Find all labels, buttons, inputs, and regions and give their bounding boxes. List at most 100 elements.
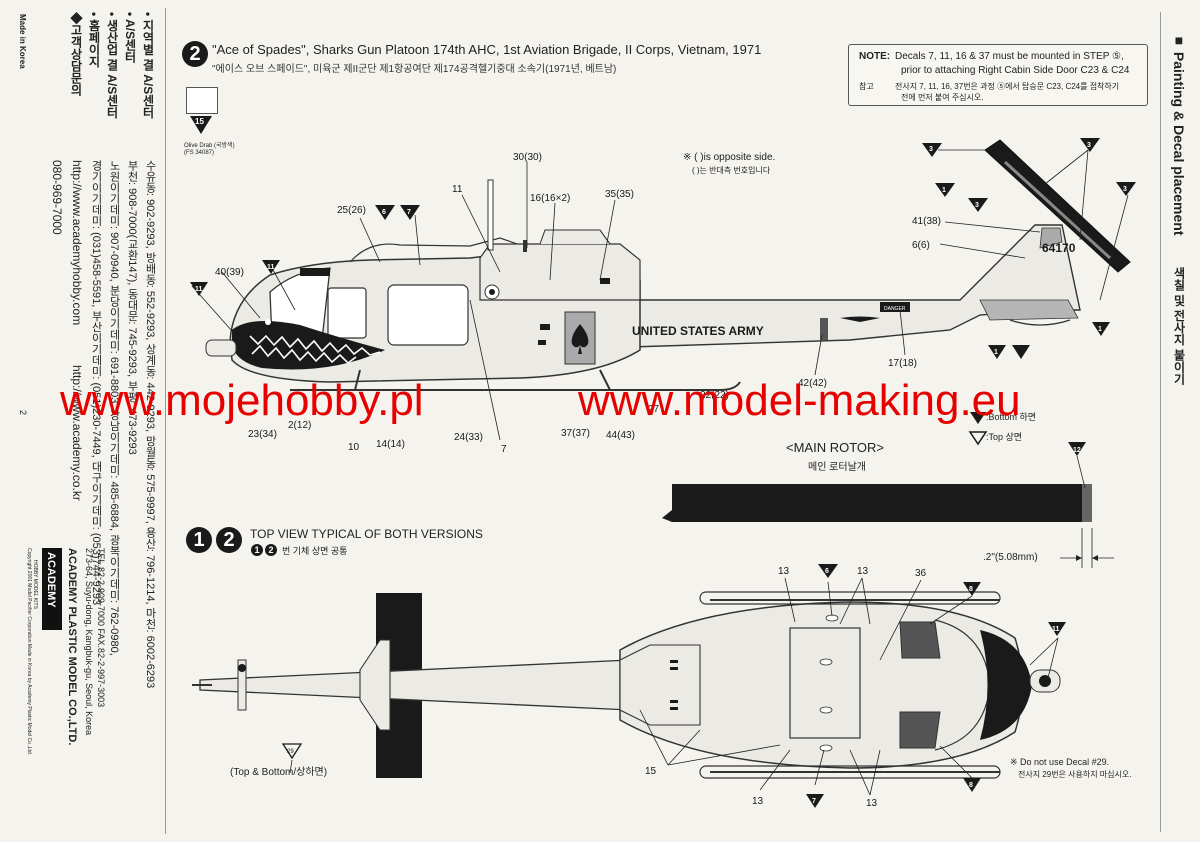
main-rotor-title-kr: 메인 로터날개 bbox=[808, 462, 866, 473]
academy-logo: ACADEMY bbox=[42, 548, 62, 630]
homepage-label: • 홈페이지 bbox=[87, 12, 101, 68]
version-badge-1: 1 bbox=[186, 527, 212, 553]
panel-divider bbox=[165, 8, 166, 834]
tail-fin-panel bbox=[1039, 227, 1063, 249]
decal-29-warning-kr: 전사지 29번은 사용하지 마십시오. bbox=[1018, 770, 1132, 779]
label-40: 40(39) bbox=[215, 267, 244, 278]
svg-text:11: 11 bbox=[195, 286, 203, 293]
opposite-note: ※ ( )is opposite side. bbox=[683, 152, 776, 163]
top-nose-black bbox=[980, 630, 1032, 740]
label-7: 7 bbox=[501, 444, 507, 455]
note-label-kr: 참고 bbox=[859, 82, 874, 91]
engine-housing bbox=[479, 243, 641, 301]
note-kr1: 전사지 7, 11, 16, 37번은 과정 ⑤에서 탑승문 C23, C24를… bbox=[895, 82, 1120, 91]
top-bottom-caption: (Top & Bottom/상하면) bbox=[230, 767, 328, 778]
top-label-13a: 13 bbox=[778, 566, 790, 577]
url-academy[interactable]: http://www.academy.co.kr bbox=[70, 365, 84, 501]
left-info-panel: Made in Korea • 지역별 결 A/S센터 • A/S센터 • 생산… bbox=[0, 0, 160, 842]
label-14: 14(14) bbox=[376, 439, 405, 450]
svg-text:1: 1 bbox=[942, 187, 946, 194]
label-24: 24(33) bbox=[454, 432, 483, 443]
top-label-13d: 13 bbox=[866, 798, 878, 809]
label-44: 44(43) bbox=[606, 430, 635, 441]
watermark-mojehobby: www.mojehobby.pl bbox=[60, 376, 424, 425]
label-35: 35(35) bbox=[605, 189, 634, 200]
scheme-number-badge: 2 bbox=[182, 41, 208, 67]
label-17: 17(18) bbox=[888, 358, 917, 369]
main-rotor-diagram: 12 bbox=[662, 412, 1114, 568]
tail-gray-panel bbox=[979, 299, 1079, 321]
url-academyhobby[interactable]: http://www.academyhobby.com bbox=[70, 160, 84, 326]
tail-number: 64170 bbox=[1042, 241, 1076, 255]
sidebar-title: ■ Painting & Decal placement bbox=[1171, 32, 1187, 236]
label-25: 25(26) bbox=[337, 205, 366, 216]
tail-rotor bbox=[984, 139, 1131, 273]
customer-label: ◆고객상담문의 bbox=[69, 12, 83, 96]
svg-text:3: 3 bbox=[929, 146, 933, 153]
olive-drab-swatch-mark bbox=[190, 116, 212, 134]
svg-text:6: 6 bbox=[382, 209, 386, 216]
svg-text:11: 11 bbox=[1052, 626, 1060, 633]
note-line2: prior to attaching Right Cabin Side Door… bbox=[901, 65, 1130, 76]
svg-text:3: 3 bbox=[1123, 186, 1127, 193]
page-number: 2 bbox=[18, 410, 28, 416]
olive-drab-swatch bbox=[186, 87, 218, 114]
branch-row-3: 노원이기데미: 907-0940, 분당이기데미: 691-8803, 강남이기… bbox=[108, 160, 120, 656]
note-label: NOTE: bbox=[859, 51, 891, 62]
branch-row-4: 경기이기데미: (031)458-5591, 부산이기데미: (051)230-… bbox=[90, 160, 102, 606]
label-37: 37(37) bbox=[561, 428, 590, 439]
svg-text:3: 3 bbox=[1087, 142, 1091, 149]
version-badge-2: 2 bbox=[216, 527, 242, 553]
note-line1: Decals 7, 11, 16 & 37 must be mounted in… bbox=[895, 51, 1124, 62]
top-view-diagram: 6 8 11 7 8 29 13 13 36 15 13 13 bbox=[192, 564, 1066, 809]
label-23: 23(34) bbox=[248, 429, 277, 440]
olive-drab-fs: (FS 34087) bbox=[184, 150, 215, 156]
door-window-front bbox=[327, 287, 367, 339]
svg-text:6: 6 bbox=[825, 568, 829, 575]
as-center-col1: • 지역별 결 A/S센터 bbox=[141, 12, 155, 119]
company-address: 273-64, Suyu-dong, Kangbuk-gu, Seoul, Ko… bbox=[84, 548, 94, 736]
top-view-title: TOP VIEW TYPICAL OF BOTH VERSIONS bbox=[250, 527, 483, 541]
watermark-model-making: www.model-making.eu bbox=[578, 376, 1021, 425]
svg-text:29: 29 bbox=[287, 749, 294, 755]
sidebar-title-kr: 색칠 및 전사지 붙이기 bbox=[1172, 267, 1186, 386]
olive-drab-number: 15 bbox=[195, 117, 204, 126]
copyright: Copyright 2001 Model Pacifier Corporatio… bbox=[26, 548, 32, 756]
label-42: 42(42) bbox=[798, 378, 827, 389]
note-box: NOTE: Decals 7, 11, 16 & 37 must be moun… bbox=[848, 44, 1148, 106]
label-6: 6(6) bbox=[912, 240, 930, 251]
right-sidebar: ■ Painting & Decal placement 색칠 및 전사지 붙이… bbox=[1160, 12, 1193, 832]
mini-badge-2: 2 bbox=[265, 544, 277, 556]
top-label-36: 36 bbox=[915, 568, 927, 579]
svg-text:8: 8 bbox=[969, 782, 973, 789]
decal-markers bbox=[190, 138, 1136, 359]
rotor-dimension: .2"(5.08mm) bbox=[983, 552, 1038, 563]
as-center-col2: • A/S센터 bbox=[123, 12, 137, 64]
svg-text:7: 7 bbox=[812, 798, 816, 805]
label-30: 30(30) bbox=[513, 152, 542, 163]
label-11: 11 bbox=[452, 184, 463, 195]
label-41: 41(38) bbox=[912, 216, 941, 227]
top-label-15: 15 bbox=[645, 766, 657, 777]
branch-row-2: 부천: 908-7000(교환147), 동대문: 745-9293, 부평: … bbox=[126, 160, 138, 455]
rotor-top-legend: :Top 상면 bbox=[986, 432, 1023, 442]
danger-decal: DANGER bbox=[884, 306, 906, 312]
academy-logo-sub: HOBBY MODEL KITS bbox=[32, 560, 38, 609]
note-kr2: 전에 먼저 붙여 주십시오. bbox=[901, 93, 984, 102]
svg-text:11: 11 bbox=[267, 264, 275, 271]
side-view-diagram: DANGER UNITED STATES ARMY 64170 bbox=[190, 138, 1136, 455]
top-label-13b: 13 bbox=[857, 566, 869, 577]
company-tel: TEL.82-2-909-7000 FAX.82-2-997-3003 bbox=[96, 548, 106, 708]
label-10: 10 bbox=[348, 442, 360, 453]
svg-text:1: 1 bbox=[1098, 326, 1102, 333]
made-in-korea: Made in Korea bbox=[18, 14, 27, 69]
branch-row-1: 수유동: 902-9293, 방배동: 552-9293, 상계동: 442-9… bbox=[144, 160, 156, 689]
top-view-title-kr: 번 기체 상면 공통 bbox=[282, 546, 348, 556]
shark-mouth-decal bbox=[232, 319, 385, 370]
as-center-col3: • 생산업 결 A/S센터 bbox=[105, 12, 119, 119]
label-27: 27 bbox=[648, 404, 660, 415]
rotor-bottom-legend: :Bottom 하면 bbox=[986, 412, 1037, 422]
svg-text:12: 12 bbox=[1073, 447, 1081, 454]
svg-text:1: 1 bbox=[994, 349, 998, 356]
scheme-title-kr: "에이스 오브 스페이드", 미육군 제II군단 제1항공여단 제174공격헬기… bbox=[212, 64, 617, 75]
